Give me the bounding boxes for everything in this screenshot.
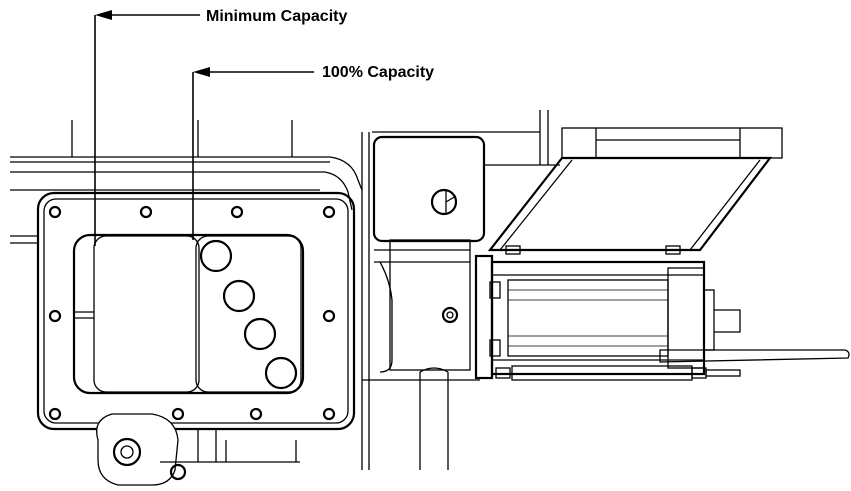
frame-rails (10, 120, 363, 244)
full-capacity-label: 100% Capacity (322, 64, 435, 81)
hopper (487, 127, 783, 255)
callout-minimum-leader (94, 10, 200, 246)
minimum-capacity-label: Minimum Capacity (206, 8, 348, 25)
sight-window (72, 233, 305, 395)
bottom-linkage (95, 413, 300, 486)
center-bracket (361, 110, 560, 470)
hydraulic-cylinder (474, 254, 850, 381)
callout-full-leader (192, 67, 314, 240)
reservoir-plate (36, 191, 356, 431)
